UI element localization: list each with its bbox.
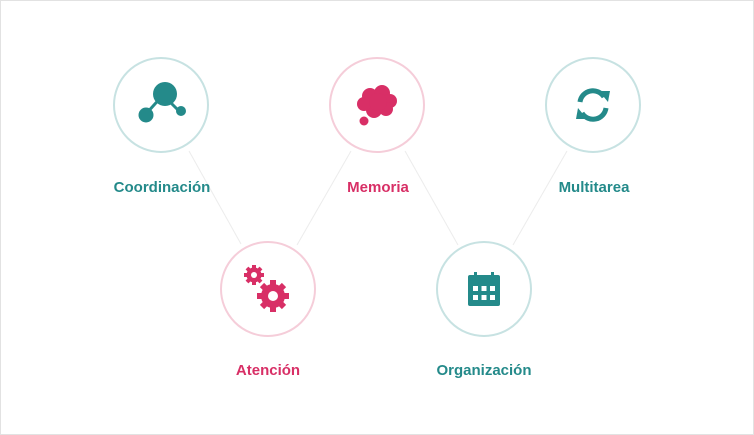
connector-line	[512, 150, 568, 246]
sync-icon	[576, 88, 610, 122]
node-memoria[interactable]	[329, 57, 425, 153]
label-coordinacion: Coordinación	[113, 179, 211, 196]
node-atencion[interactable]	[220, 241, 316, 337]
calendar-icon	[468, 272, 500, 306]
connector-line	[404, 150, 459, 246]
gears-icon	[244, 265, 289, 312]
label-multitarea: Multitarea	[558, 179, 630, 196]
connector-line	[188, 150, 242, 245]
label-organizacion: Organización	[436, 362, 532, 379]
molecule-icon	[138, 82, 186, 123]
node-coordinacion[interactable]	[113, 57, 209, 153]
node-multitarea[interactable]	[545, 57, 641, 153]
label-memoria: Memoria	[347, 179, 409, 196]
node-organizacion[interactable]	[436, 241, 532, 337]
connector-line	[296, 150, 352, 246]
label-atencion: Atención	[235, 362, 301, 379]
thought-cloud-icon	[357, 85, 397, 126]
